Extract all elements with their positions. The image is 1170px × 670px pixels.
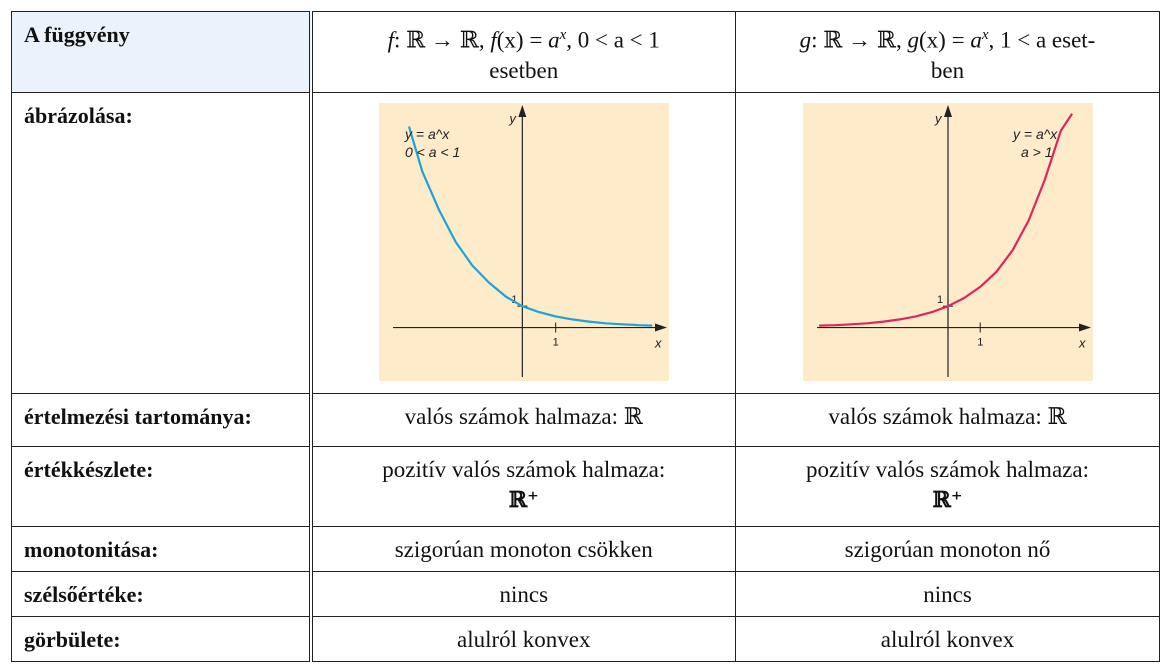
page: A függvény f: ℝ → ℝ, f(x) = ax, 0 < a < … — [11, 11, 1160, 662]
y-axis-label: y — [934, 111, 943, 126]
func-base: a — [970, 27, 982, 53]
row-label: értékkészlete: — [11, 445, 313, 527]
func-name: f — [490, 27, 497, 53]
curve-annotation-condition: 0 < a < 1 — [405, 144, 460, 160]
func-exponent: x — [981, 27, 989, 43]
row-value-col2: alulról konvex — [735, 615, 1160, 662]
row-label: görbülete: — [11, 615, 313, 662]
func-arg: (x) = — [496, 27, 549, 53]
properties-table: A függvény f: ℝ → ℝ, f(x) = ax, 0 < a < … — [11, 11, 1160, 662]
header-col1: f: ℝ → ℝ, f(x) = ax, 0 < a < 1 esetben — [310, 11, 736, 93]
y-axis-arrow — [943, 104, 952, 117]
row-value-symbol: ℝ⁺ — [508, 486, 539, 513]
func-suffix: esetben — [489, 57, 559, 83]
graph-row-label: ábrázolása: — [11, 91, 313, 394]
x-axis-label: x — [1078, 335, 1086, 350]
row-value-text: pozitív valós számok halmaza: — [382, 456, 666, 482]
func-letter: f — [387, 27, 394, 53]
func-name: g — [907, 27, 920, 53]
func-mapping: : ℝ → ℝ, — [394, 27, 491, 53]
function-curve — [407, 125, 653, 327]
row-value-col1: alulról konvex — [310, 615, 736, 662]
row-value-text: pozitív valós számok halmaza: — [806, 456, 1089, 482]
graph-cell-decreasing: 1 1 x y y = a^x 0 < a < 1 — [310, 91, 736, 394]
y-tick-label: 1 — [511, 294, 517, 306]
header-row: A függvény f: ℝ → ℝ, f(x) = ax, 0 < a < … — [11, 11, 1160, 93]
func-exponent: x — [559, 27, 567, 43]
row-value-col1: valós számok halmaza: ℝ — [310, 392, 736, 447]
table-row: monotonitása: szigorúan monoton csökken … — [11, 525, 1160, 572]
header-col2: g: ℝ → ℝ, g(x) = ax, 1 < a eset- ben — [735, 11, 1160, 93]
curve-annotation-equation: y = a^x — [404, 126, 450, 142]
func-condition: , 1 < a eset- — [988, 27, 1096, 53]
plot-background — [378, 102, 669, 381]
row-value-col2: valós számok halmaza: ℝ — [735, 392, 1160, 447]
func-condition: , 0 < a < 1 — [566, 27, 660, 53]
x-axis-arrow — [654, 323, 667, 332]
y-axis-label: y — [508, 111, 517, 126]
table-row: görbülete: alulról konvex alulról konvex — [11, 615, 1160, 662]
func-mapping: : ℝ → ℝ, — [811, 27, 908, 53]
func-base: a — [548, 27, 560, 53]
x-tick-label: 1 — [552, 336, 558, 348]
row-value-col1: nincs — [310, 570, 736, 617]
x-axis-arrow — [1078, 323, 1091, 332]
y-tick-label: 1 — [937, 294, 943, 306]
func-arg: (x) = — [919, 27, 971, 53]
curve-annotation-equation: y = a^x — [1012, 126, 1058, 142]
curve-annotation-condition: a > 1 — [1021, 144, 1053, 160]
x-axis-label: x — [654, 335, 662, 350]
row-value-symbol: ℝ⁺ — [932, 486, 963, 513]
func-suffix: ben — [930, 57, 965, 83]
row-value-col2: szigorúan monoton nő — [735, 525, 1160, 572]
graph-cell-increasing: 1 1 x y y = a^x a > 1 — [735, 91, 1160, 394]
row-value-col1: pozitív valós számok halmaza: ℝ⁺ — [310, 445, 736, 527]
row-value-col1: szigorúan monoton csökken — [310, 525, 736, 572]
table-row: értelmezési tartománya: valós számok hal… — [11, 392, 1160, 447]
row-label: értelmezési tartománya: — [11, 392, 313, 447]
row-label: szélsőértéke: — [11, 570, 313, 617]
row-value-col2: pozitív valós számok halmaza: ℝ⁺ — [735, 445, 1160, 527]
y-axis-arrow — [518, 104, 527, 117]
x-tick-label: 1 — [977, 336, 983, 348]
plot-increasing: 1 1 x y y = a^x a > 1 — [802, 102, 1093, 381]
graph-row: ábrázolása: 1 1 x y y = a^x 0 < a < 1 1 1 x y y =… — [11, 91, 1160, 394]
function-curve — [818, 112, 1073, 327]
func-letter: g — [799, 27, 812, 53]
row-label: monotonitása: — [11, 525, 313, 572]
plot-decreasing: 1 1 x y y = a^x 0 < a < 1 — [378, 102, 669, 381]
table-row: értékkészlete: pozitív valós számok halm… — [11, 445, 1160, 527]
header-label: A függvény — [11, 11, 313, 93]
row-value-col2: nincs — [735, 570, 1160, 617]
table-row: szélsőértéke: nincs nincs — [11, 570, 1160, 617]
